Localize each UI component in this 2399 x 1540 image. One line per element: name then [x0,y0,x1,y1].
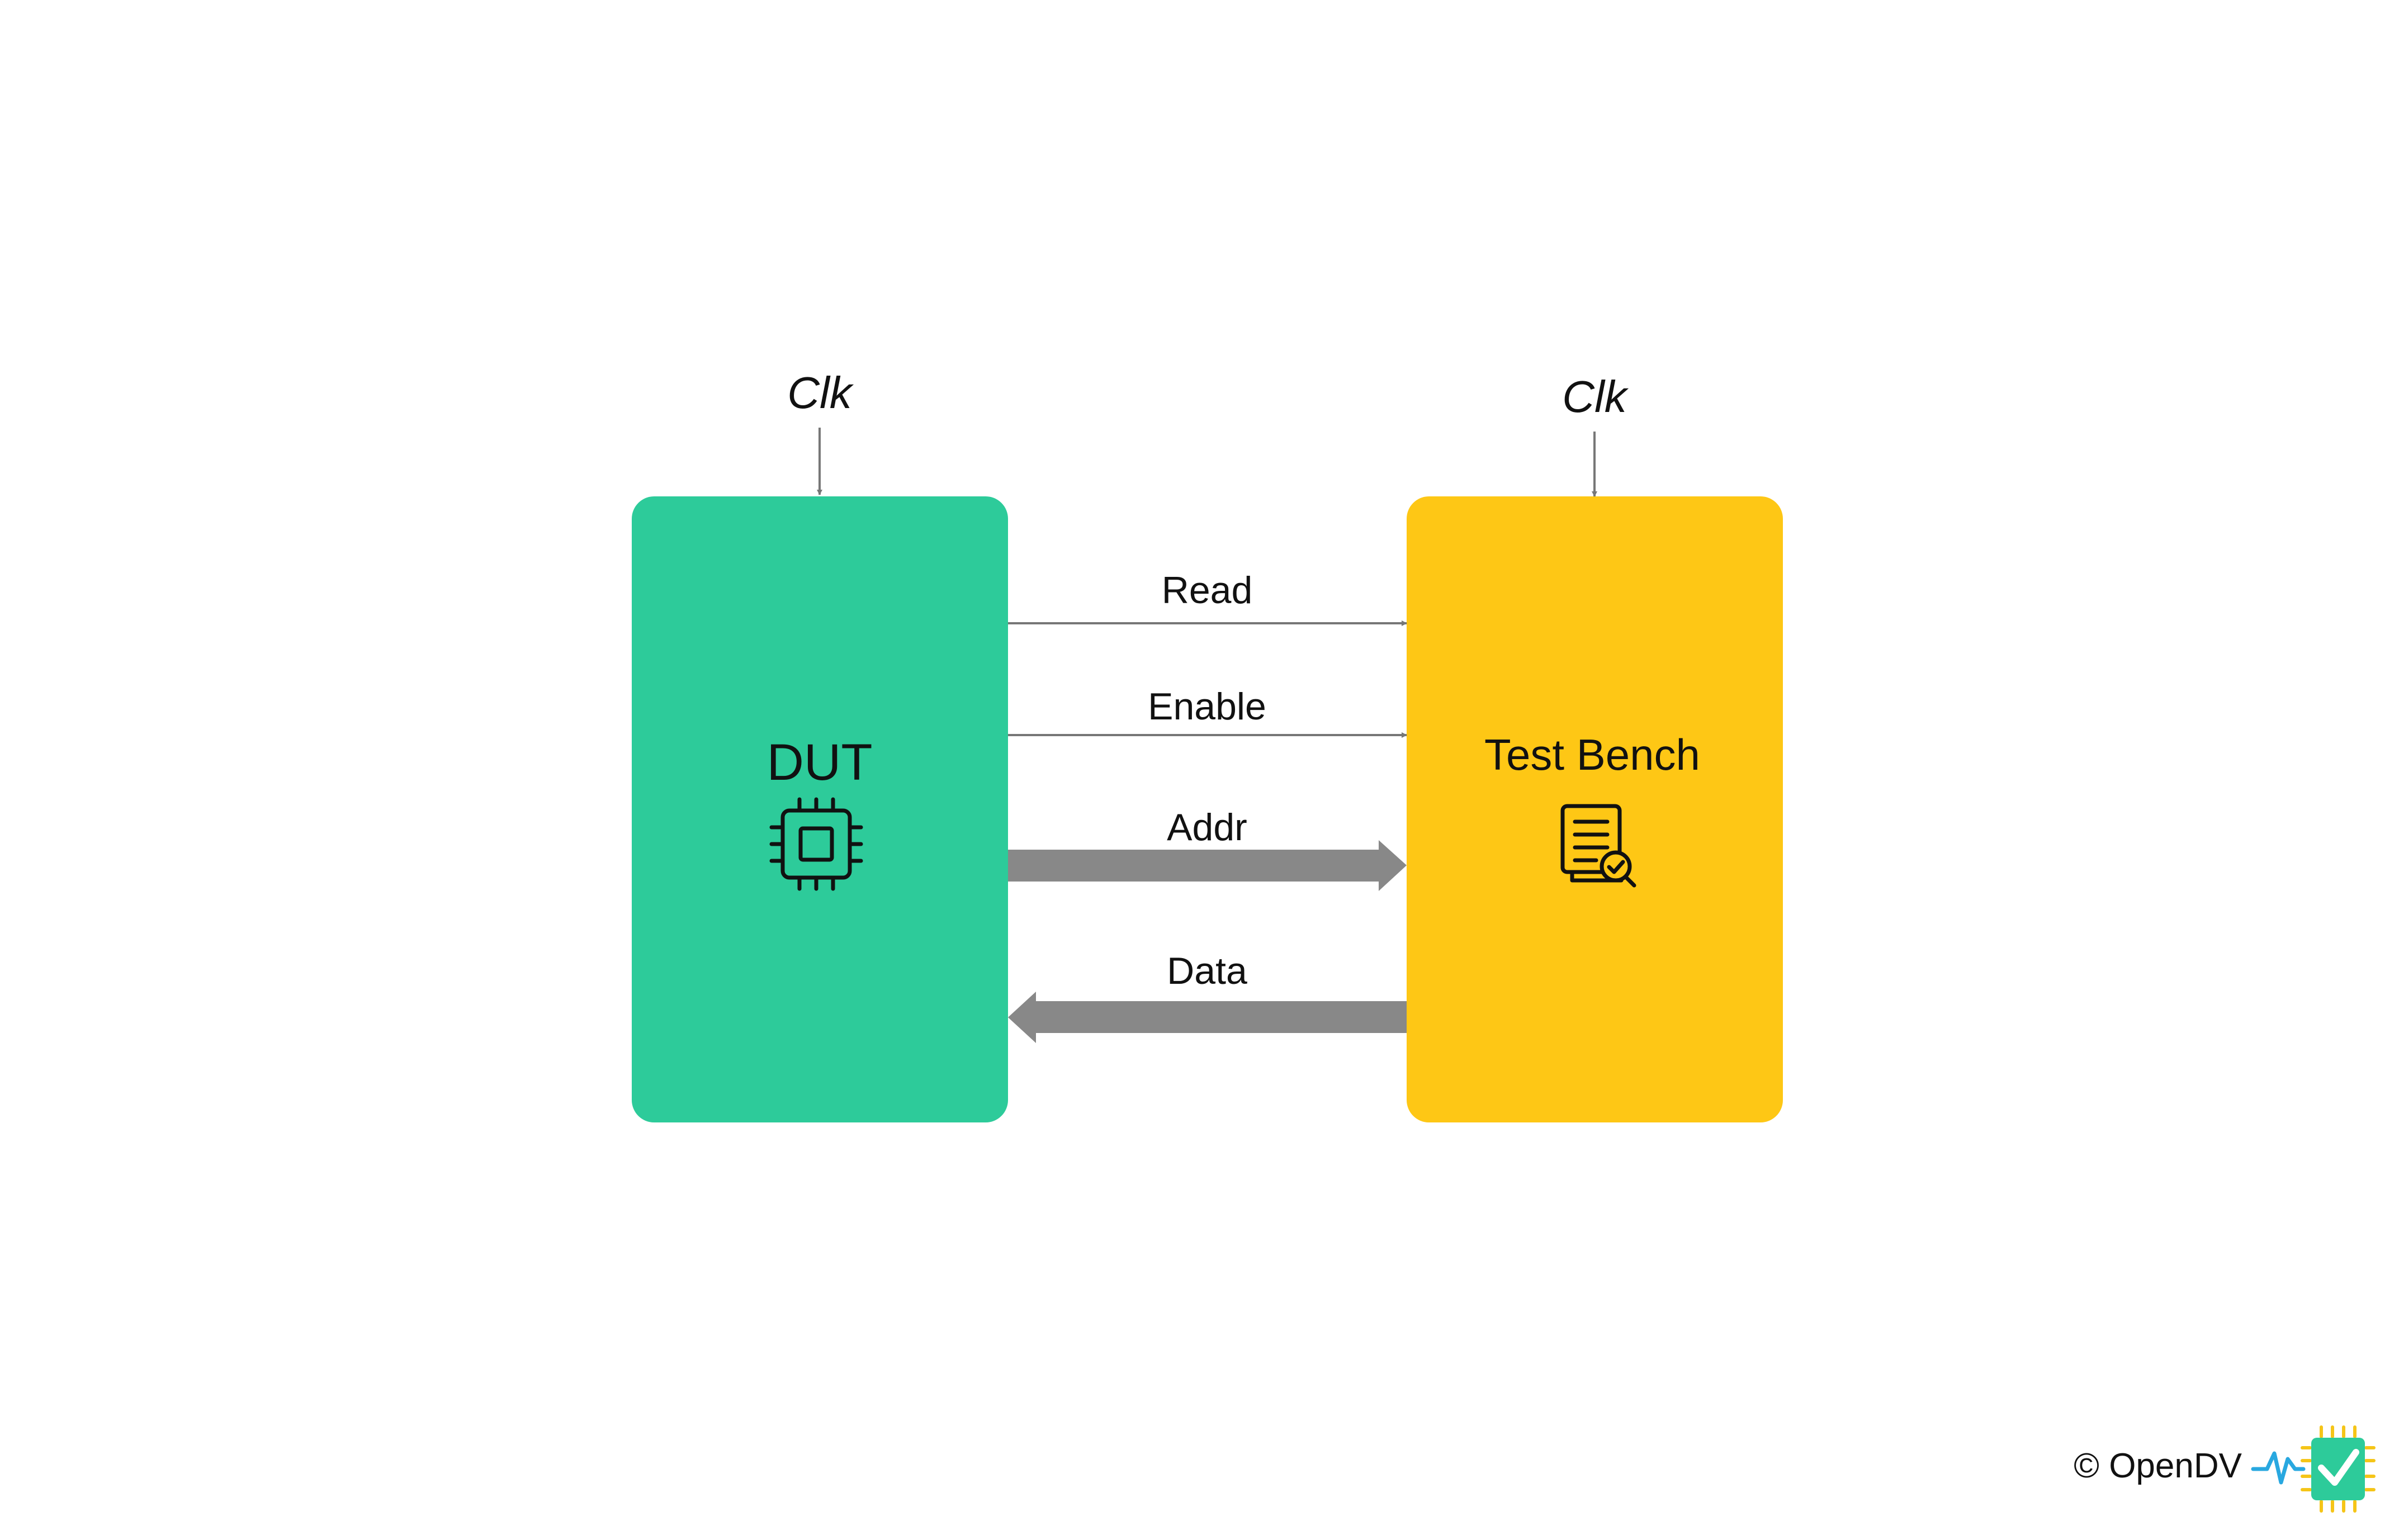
testbench-clock-label: Clk [1562,372,1629,421]
testbench-label: Test Bench [1484,730,1700,779]
data-bus-label: Data [1167,950,1247,992]
dut-label: DUT [766,734,872,791]
testbench-block [1407,496,1783,1122]
addr-bus-arrow [1008,840,1407,891]
chip-icon [769,797,863,891]
document-search-icon [1560,804,1636,888]
addr-bus-label: Addr [1167,806,1247,849]
enable-signal-label: Enable [1148,685,1266,728]
data-bus-arrow [1008,992,1407,1043]
dut-clock-label: Clk [787,368,854,418]
read-signal-label: Read [1162,569,1253,612]
opendv-logo [2251,1425,2376,1513]
copyright-text: © OpenDV [2074,1447,2242,1485]
